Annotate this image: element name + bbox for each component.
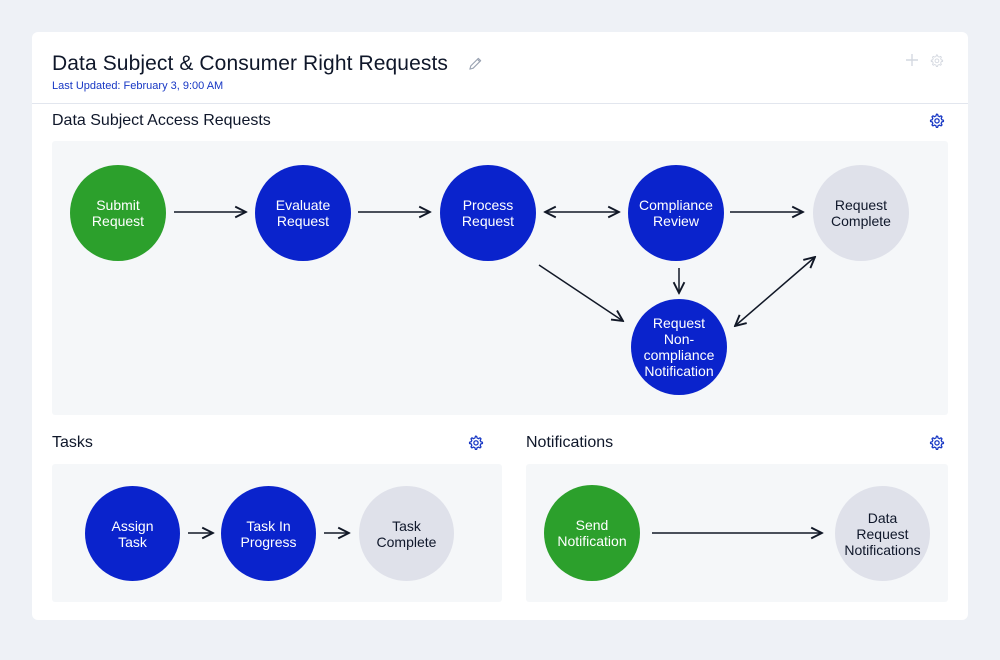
access-flow-panel: Submit Request Evaluate Request Process … xyxy=(52,141,948,415)
node-evaluate-request[interactable]: Evaluate Request xyxy=(255,165,351,261)
tasks-flow-arrows xyxy=(188,464,502,602)
gear-icon xyxy=(468,434,483,450)
dashboard-settings-button[interactable] xyxy=(928,52,944,68)
notifications-flow-panel: Send Notification Data Request Notificat… xyxy=(526,464,948,602)
node-request-complete[interactable]: Request Complete xyxy=(813,165,909,261)
node-label: Compliance Review xyxy=(639,197,713,229)
node-label: Request Complete xyxy=(831,197,891,229)
node-label: Process Request xyxy=(461,197,515,229)
node-assign-task[interactable]: Assign Task xyxy=(85,486,180,581)
add-button[interactable] xyxy=(904,52,920,68)
arrow-process-to-noncompliance xyxy=(538,264,623,321)
node-label: Task In Progress xyxy=(240,517,297,550)
notifications-settings-button[interactable] xyxy=(927,433,945,451)
node-submit-request[interactable]: Submit Request xyxy=(70,165,166,261)
tasks-flow-panel: Assign Task Task In Progress Task Comple… xyxy=(52,464,502,602)
arrow-noncompliance-complete xyxy=(735,257,815,326)
header-actions xyxy=(904,52,944,68)
node-task-in-progress[interactable]: Task In Progress xyxy=(221,486,316,581)
access-flow-arrows xyxy=(174,141,948,415)
header-divider xyxy=(32,103,968,104)
last-updated-text: Last Updated: February 3, 9:00 AM xyxy=(52,80,224,92)
node-process-request[interactable]: Process Request xyxy=(440,165,536,261)
access-settings-button[interactable] xyxy=(927,111,945,129)
node-label: Send Notification xyxy=(557,517,627,549)
gear-icon xyxy=(930,53,943,67)
node-data-request-notifications[interactable]: Data Request Notifications xyxy=(835,486,930,581)
node-label: Evaluate Request xyxy=(275,197,331,229)
node-label: Task Complete xyxy=(376,517,437,550)
edit-title-button[interactable] xyxy=(466,54,484,72)
node-label: Data Request Notifications xyxy=(844,509,921,558)
node-compliance-review[interactable]: Compliance Review xyxy=(628,165,724,261)
notifications-flow-arrows xyxy=(652,464,948,602)
dashboard-card: Data Subject & Consumer Right Requests L… xyxy=(32,32,968,620)
gear-icon xyxy=(929,112,944,128)
pencil-icon xyxy=(468,57,481,70)
node-label: Assign Task xyxy=(111,517,154,550)
section-title-access: Data Subject Access Requests xyxy=(52,112,271,129)
node-label: Submit Request xyxy=(91,197,145,229)
plus-icon xyxy=(906,54,918,66)
node-request-noncompliance-notification[interactable]: Request Non- compliance Notification xyxy=(631,299,727,395)
section-title-notifications: Notifications xyxy=(526,434,614,451)
node-send-notification[interactable]: Send Notification xyxy=(544,485,640,581)
node-task-complete[interactable]: Task Complete xyxy=(359,486,454,581)
page-title: Data Subject & Consumer Right Requests xyxy=(52,52,448,75)
section-title-tasks: Tasks xyxy=(52,434,93,451)
tasks-settings-button[interactable] xyxy=(466,433,484,451)
node-label: Request Non- compliance Notification xyxy=(643,315,715,379)
gear-icon xyxy=(929,434,944,450)
